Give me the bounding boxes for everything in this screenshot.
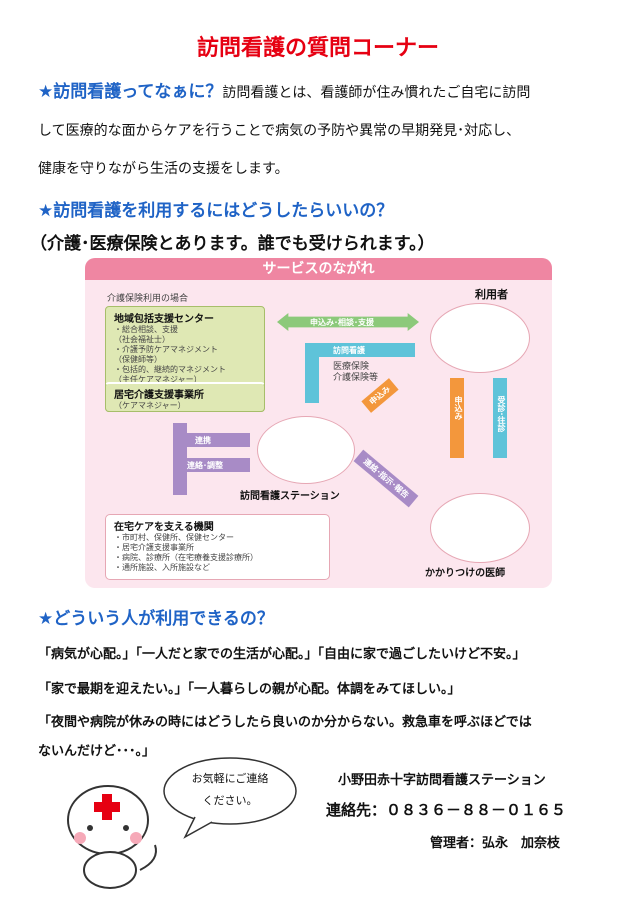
- kyotaku-sub: （ケアマネジャー）: [114, 401, 186, 410]
- bubble-text: お気軽にご連絡 ください。: [188, 770, 272, 808]
- insurance-label: 介護保険等: [333, 373, 379, 383]
- station-name: 小野田赤十字訪問看護ステーション: [338, 773, 546, 788]
- visit-arrow: [305, 343, 415, 357]
- speech-bubble: [163, 757, 297, 839]
- center-item: （主任ケアマネジャー）: [114, 375, 202, 384]
- org-box: 在宅ケアを支える機関 ・市町村、保健所、保健センター ・居宅介護支援事業所 ・病…: [105, 514, 330, 580]
- apply-arrow-label: 申込み･相談･支援: [310, 318, 374, 327]
- org-item: ・居宅介護支援事業所: [114, 543, 194, 552]
- center-item: （保健師等）: [114, 355, 162, 364]
- diagram-header: サービスのながれ: [85, 258, 552, 280]
- instruction-arrow: 連絡･指示･報告: [353, 449, 419, 508]
- body-line: して医療的な面からケアを行うことで病気の予防や異常の早期発見･対応し、: [38, 123, 521, 139]
- visit-label: 訪問看護: [333, 346, 365, 355]
- body-line: 健康を守りながら生活の支援をします。: [38, 161, 289, 177]
- doctor-label: かかりつけの医師: [425, 568, 506, 579]
- doctor-illustration: [430, 493, 530, 563]
- center-title: 地域包括支援センター: [114, 314, 214, 325]
- renraku-arrow: 連絡･調整: [185, 458, 250, 472]
- service-flow-diagram: サービスのながれ 介護保険利用の場合 地域包括支援センター ・総合相談、支援 （…: [85, 258, 552, 588]
- quote-line: 「家で最期を迎えたい。」「一人暮らしの親が心配。体調をみてほしい。」: [38, 682, 461, 697]
- org-item: ・病院、診療所（在宅療養支援診療所）: [114, 553, 258, 562]
- link-arrow-stem: [173, 423, 187, 495]
- page-title: 訪問看護の質問コーナー: [196, 36, 439, 61]
- visit-arrow-stem: [305, 343, 319, 403]
- apply-diagonal-arrow: 申込み: [361, 378, 399, 413]
- kyotaku-box: 居宅介護支援事業所 （ケアマネジャー）: [105, 382, 265, 412]
- center-item: （社会福祉士）: [114, 335, 170, 344]
- bubble-line: お気軽にご連絡: [191, 772, 269, 785]
- user-label: 利用者: [475, 288, 508, 301]
- manager-name: 管理者：弘永 加奈枝: [430, 836, 561, 851]
- tiger-mascot-icon: [67, 785, 157, 889]
- center-item: ・総合相談、支援: [114, 325, 178, 334]
- quote-line: 「夜間や病院が休みの時にはどうしたら良いのか分からない。救急車を呼ぶほどでは: [38, 715, 532, 730]
- apply-arrow: [277, 313, 419, 331]
- consult-up-arrow: 受診･往診: [493, 378, 507, 458]
- heading-how: ★訪問看護を利用するにはどうしたらいいの？: [38, 201, 394, 221]
- nurse-illustration: [257, 416, 355, 484]
- heading-what: ★訪問看護ってなぁに？: [38, 82, 223, 102]
- apply-down-arrow: 申込み: [450, 378, 464, 458]
- contact-phone[interactable]: 連絡先：０８３６－８８－０１６５: [326, 801, 567, 819]
- center-item: ・介護予防ケアマネジメント: [114, 345, 218, 354]
- subheading-insurance: （介護･医療保険とあります。誰でも受けられます。）: [30, 234, 435, 254]
- renkei-arrow: 連携: [185, 433, 250, 447]
- org-item: ・市町村、保健所、保健センター: [114, 533, 234, 542]
- station-label: 訪問看護ステーション: [240, 491, 340, 502]
- care-case-label: 介護保険利用の場合: [107, 294, 189, 304]
- quote-line: ないんだけど･･･。」: [38, 744, 156, 759]
- elderly-couple-illustration: [430, 303, 530, 373]
- bubble-line: ください。: [202, 794, 258, 807]
- center-item: ・包括的、継続的マネジメント: [114, 365, 226, 374]
- org-title: 在宅ケアを支える機関: [114, 522, 214, 533]
- org-item: ・通所施設、入所施設など: [114, 563, 210, 572]
- insurance-label: 医療保険: [333, 362, 370, 372]
- heading-who: ★どういう人が利用できるの？: [38, 609, 274, 629]
- section-what: ★訪問看護ってなぁに？訪問看護とは、看護師が住み慣れたご自宅に訪問: [38, 82, 531, 102]
- quote-line: 「病気が心配。」「一人だと家での生活が心配。」「自由に家で過ごしたいけど不安。」: [38, 647, 526, 662]
- kyotaku-title: 居宅介護支援事業所: [114, 390, 204, 401]
